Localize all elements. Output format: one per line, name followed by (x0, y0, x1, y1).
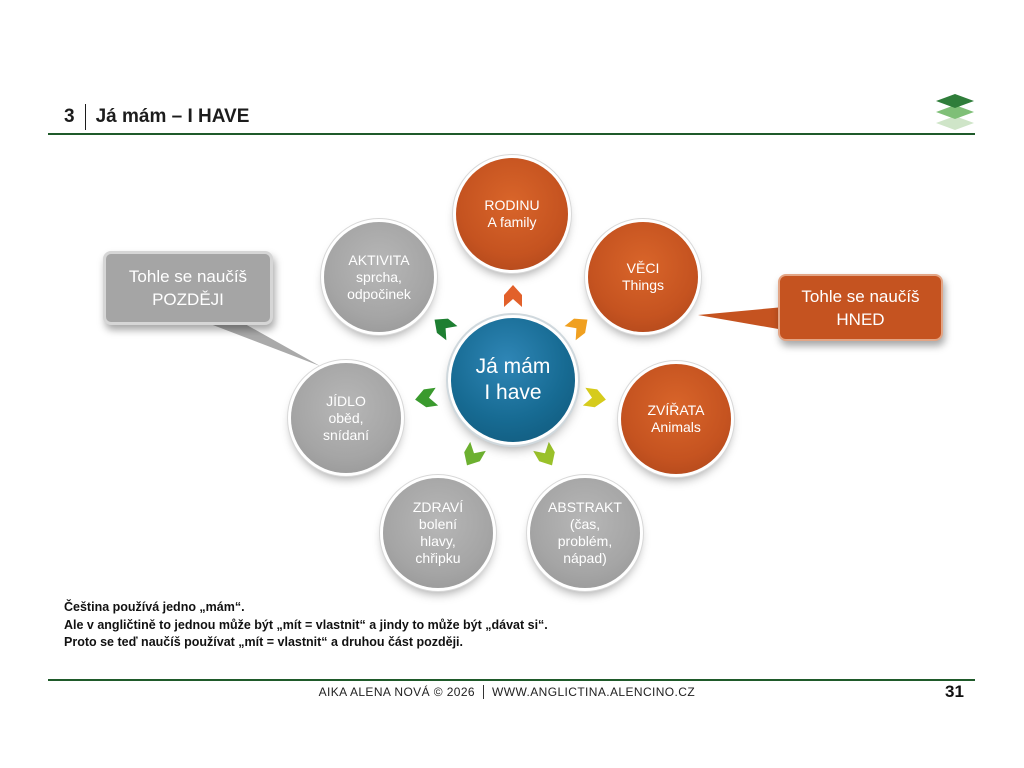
callout-later-line-1: Tohle se naučíš (128, 267, 248, 286)
center-line-2: I have (484, 381, 542, 404)
bubble-abstrakt-line-1: (čas, (569, 516, 601, 532)
chevron-arrow-icon-left (415, 387, 439, 408)
bubble-zvirata-title: ZVÍŘATA (647, 402, 705, 418)
callout-tail-later (205, 322, 320, 366)
bubble-zdravi-line-2: hlavy, (420, 533, 456, 549)
bubble-veci-title: VĚCI (626, 260, 660, 276)
bubble-aktivita-line-1: sprcha, (356, 268, 402, 285)
bubble-jidlo: JÍDLO oběd, snídaní (291, 363, 401, 473)
bubble-veci-line: Things (621, 277, 665, 293)
footer: AIKA ALENA NOVÁ © 2026 WWW.ANGLICTINA.AL… (0, 682, 1024, 702)
note-line-1: Čeština používá jedno „mám“. (64, 600, 245, 614)
bubble-veci: VĚCI Things (588, 222, 698, 332)
note-line-2: Ale v angličtině to jednou může být „mít… (64, 617, 548, 632)
chevron-arrow-icon-right (582, 387, 606, 408)
callout-tail-now (698, 307, 784, 330)
bubble-abstrakt-title: ABSTRAKT (548, 499, 622, 515)
bubble-zvirata: ZVÍŘATA Animals (621, 364, 731, 474)
callout-later-line-2: POZDĚJI (152, 290, 224, 309)
chevron-arrow-icon-upper-left (434, 318, 458, 341)
bubble-rodinu: RODINU A family (456, 158, 568, 270)
slide-number: 3 (64, 104, 86, 130)
bubble-aktivita-title: AKTIVITA (348, 251, 410, 268)
bubble-zdravi-line-1: bolení (418, 516, 458, 532)
callout-now-line-1: Tohle se naučíš (801, 286, 920, 306)
footer-website: WWW.ANGLICTINA.ALENCINO.CZ (492, 685, 696, 699)
chevron-arrow-icon-lower-right (533, 441, 555, 466)
bubble-jidlo-line-2: snídaní (323, 426, 369, 443)
notes-text: Čeština používá jedno „mám“. Ale v angli… (64, 599, 548, 652)
footer-author: AIKA ALENA NOVÁ © 2026 (319, 685, 484, 699)
bubble-abstrakt-line-2: problém, (557, 533, 613, 549)
bubble-abstrakt: ABSTRAKT (čas, problém, nápad) (530, 478, 640, 588)
bubble-zdravi-line-3: chřipku (415, 550, 461, 566)
bubble-zvirata-line: Animals (651, 419, 701, 435)
callout-later: Tohle se naučíš POZDĚJI (103, 251, 273, 325)
bubble-jidlo-line-1: oběd, (328, 409, 364, 426)
header-divider (48, 133, 975, 135)
chevron-arrow-icon-lower-left (464, 441, 486, 466)
bubble-aktivita-line-2: odpočinek (347, 285, 411, 302)
bubble-rodinu-line: A family (487, 214, 537, 230)
slide-header: 3 Já mám – I HAVE (64, 104, 249, 130)
center-line-1: Já mám (475, 355, 551, 378)
bubble-zdravi-title: ZDRAVÍ (412, 499, 464, 515)
callout-now-line-2: HNED (836, 309, 885, 329)
chevron-arrow-icon-up (504, 285, 522, 307)
page-number: 31 (945, 682, 964, 701)
bubble-rodinu-title: RODINU (484, 197, 540, 213)
callout-now: Tohle se naučíš HNED (778, 274, 943, 341)
center-bubble: Já mám I have (451, 318, 575, 442)
bubble-abstrakt-line-3: nápad) (563, 550, 607, 566)
footer-divider (48, 679, 975, 681)
bubble-aktivita: AKTIVITA sprcha, odpočinek (324, 222, 434, 332)
bubble-zdravi: ZDRAVÍ bolení hlavy, chřipku (383, 478, 493, 588)
stacked-layers-icon (936, 94, 974, 130)
chevron-arrow-icon-upper-right (564, 318, 588, 341)
bubble-jidlo-title: JÍDLO (326, 392, 366, 409)
slide-title: Já mám – I HAVE (95, 106, 250, 127)
note-line-3: Proto se teď naučíš používat „mít = vlas… (64, 635, 463, 649)
